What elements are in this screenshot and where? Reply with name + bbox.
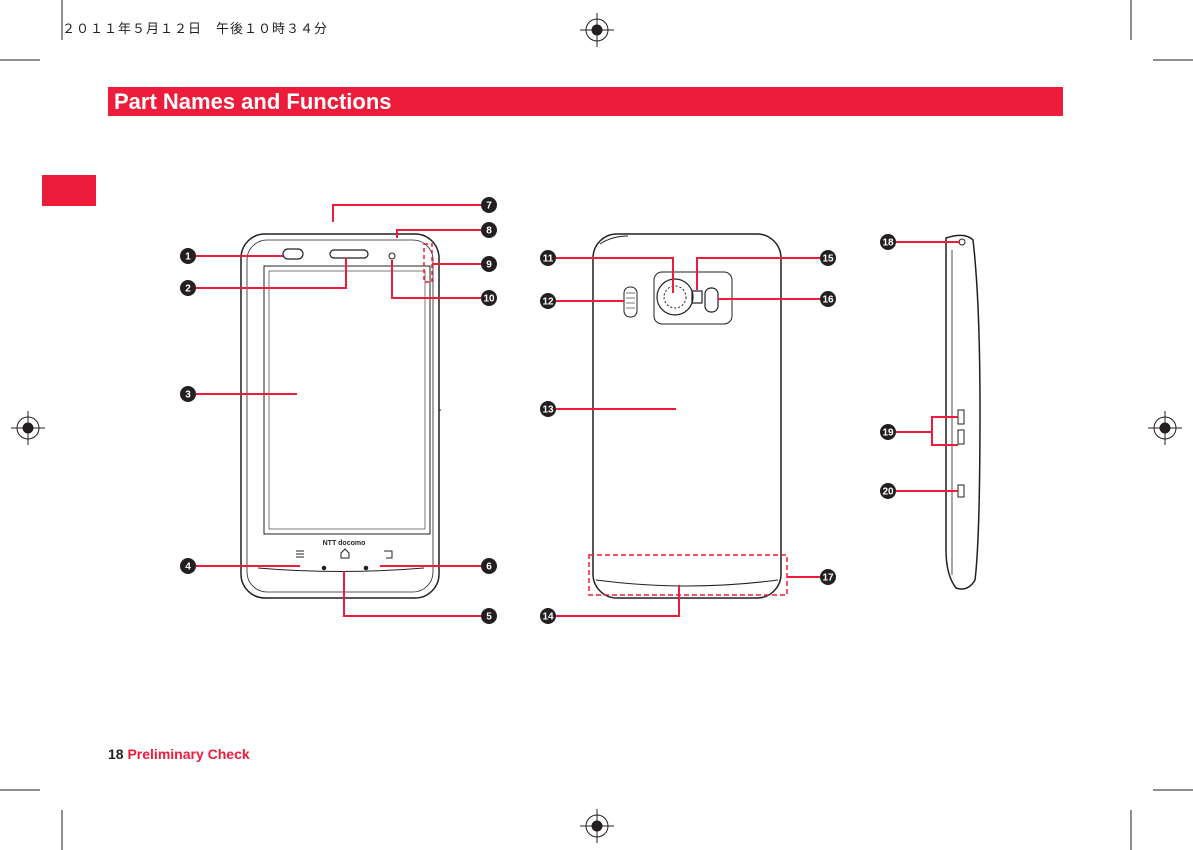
leader-lines [196,204,960,617]
callout-7: 7 [481,197,497,213]
page-title: Part Names and Functions [114,89,392,114]
svg-text:1: 1 [185,252,191,263]
callout-6: 6 [481,558,497,574]
svg-text:4: 4 [185,562,191,573]
svg-text:15: 15 [822,254,834,265]
svg-text:14: 14 [542,612,554,623]
camera-key-icon [957,484,965,498]
registration-mark-right [1148,411,1182,445]
flash-icon [691,290,703,304]
title-bar: Part Names and Functions [108,87,1063,116]
phone-back-view [588,233,788,599]
front-camera-icon [388,252,396,260]
svg-text:11: 11 [543,254,554,265]
svg-text:16: 16 [822,295,834,306]
callout-8: 8 [481,222,497,238]
bottom-area-outline [588,554,788,596]
svg-text:13: 13 [542,405,554,416]
proximity-sensor-icon [282,248,304,260]
print-timestamp: ２０１１年５月１２日 午後１０時３４分 [62,22,329,37]
section-title: Preliminary Check [127,746,250,762]
callout-14: 14 [540,608,556,624]
svg-text:10: 10 [483,294,495,305]
svg-text:2: 2 [185,284,191,295]
callout-20: 20 [880,483,896,499]
callout-9: 9 [481,256,497,272]
svg-text:5: 5 [486,612,492,623]
ir-port-icon [704,287,719,313]
registration-mark-left [11,411,45,445]
callout-17: 17 [820,569,836,585]
earpiece-icon [329,249,369,259]
callout-15: 15 [820,250,836,266]
brand-logo: NTT docomo [323,540,366,547]
callout-16: 16 [820,291,836,307]
callout-badges: 1 2 3 4 5 6 7 8 9 10 11 12 13 14 15 16 1… [180,197,896,624]
svg-text:19: 19 [882,428,894,439]
callout-10: 10 [481,290,497,306]
phone-side-view [945,234,981,590]
callout-3: 3 [180,386,196,402]
page-number: 18 [108,746,124,762]
registration-mark-bottom [580,809,614,843]
svg-text:12: 12 [542,297,554,308]
callout-13: 13 [540,401,556,417]
svg-text:7: 7 [486,201,492,212]
callout-11: 11 [540,250,556,266]
svg-text:18: 18 [882,238,894,249]
back-key-icon [384,550,393,559]
svg-text:8: 8 [486,226,492,237]
registration-mark-top [580,13,614,47]
svg-text:9: 9 [486,260,492,271]
svg-text:3: 3 [185,390,191,401]
svg-text:6: 6 [486,562,492,573]
svg-text:20: 20 [882,487,894,498]
volume-up-key-icon [957,409,965,425]
callout-4: 4 [180,558,196,574]
home-key-icon [340,548,350,559]
volume-down-key-icon [957,429,965,445]
callout-12: 12 [540,293,556,309]
speaker-icon [623,286,638,318]
callout-18: 18 [880,234,896,250]
callout-19: 19 [880,424,896,440]
svg-text:17: 17 [822,573,834,584]
chapter-tab [42,175,96,206]
callout-5: 5 [481,608,497,624]
callout-1: 1 [180,248,196,264]
camera-lens-icon [656,278,694,316]
callout-2: 2 [180,280,196,296]
page-footer: 18 Preliminary Check [108,746,250,762]
